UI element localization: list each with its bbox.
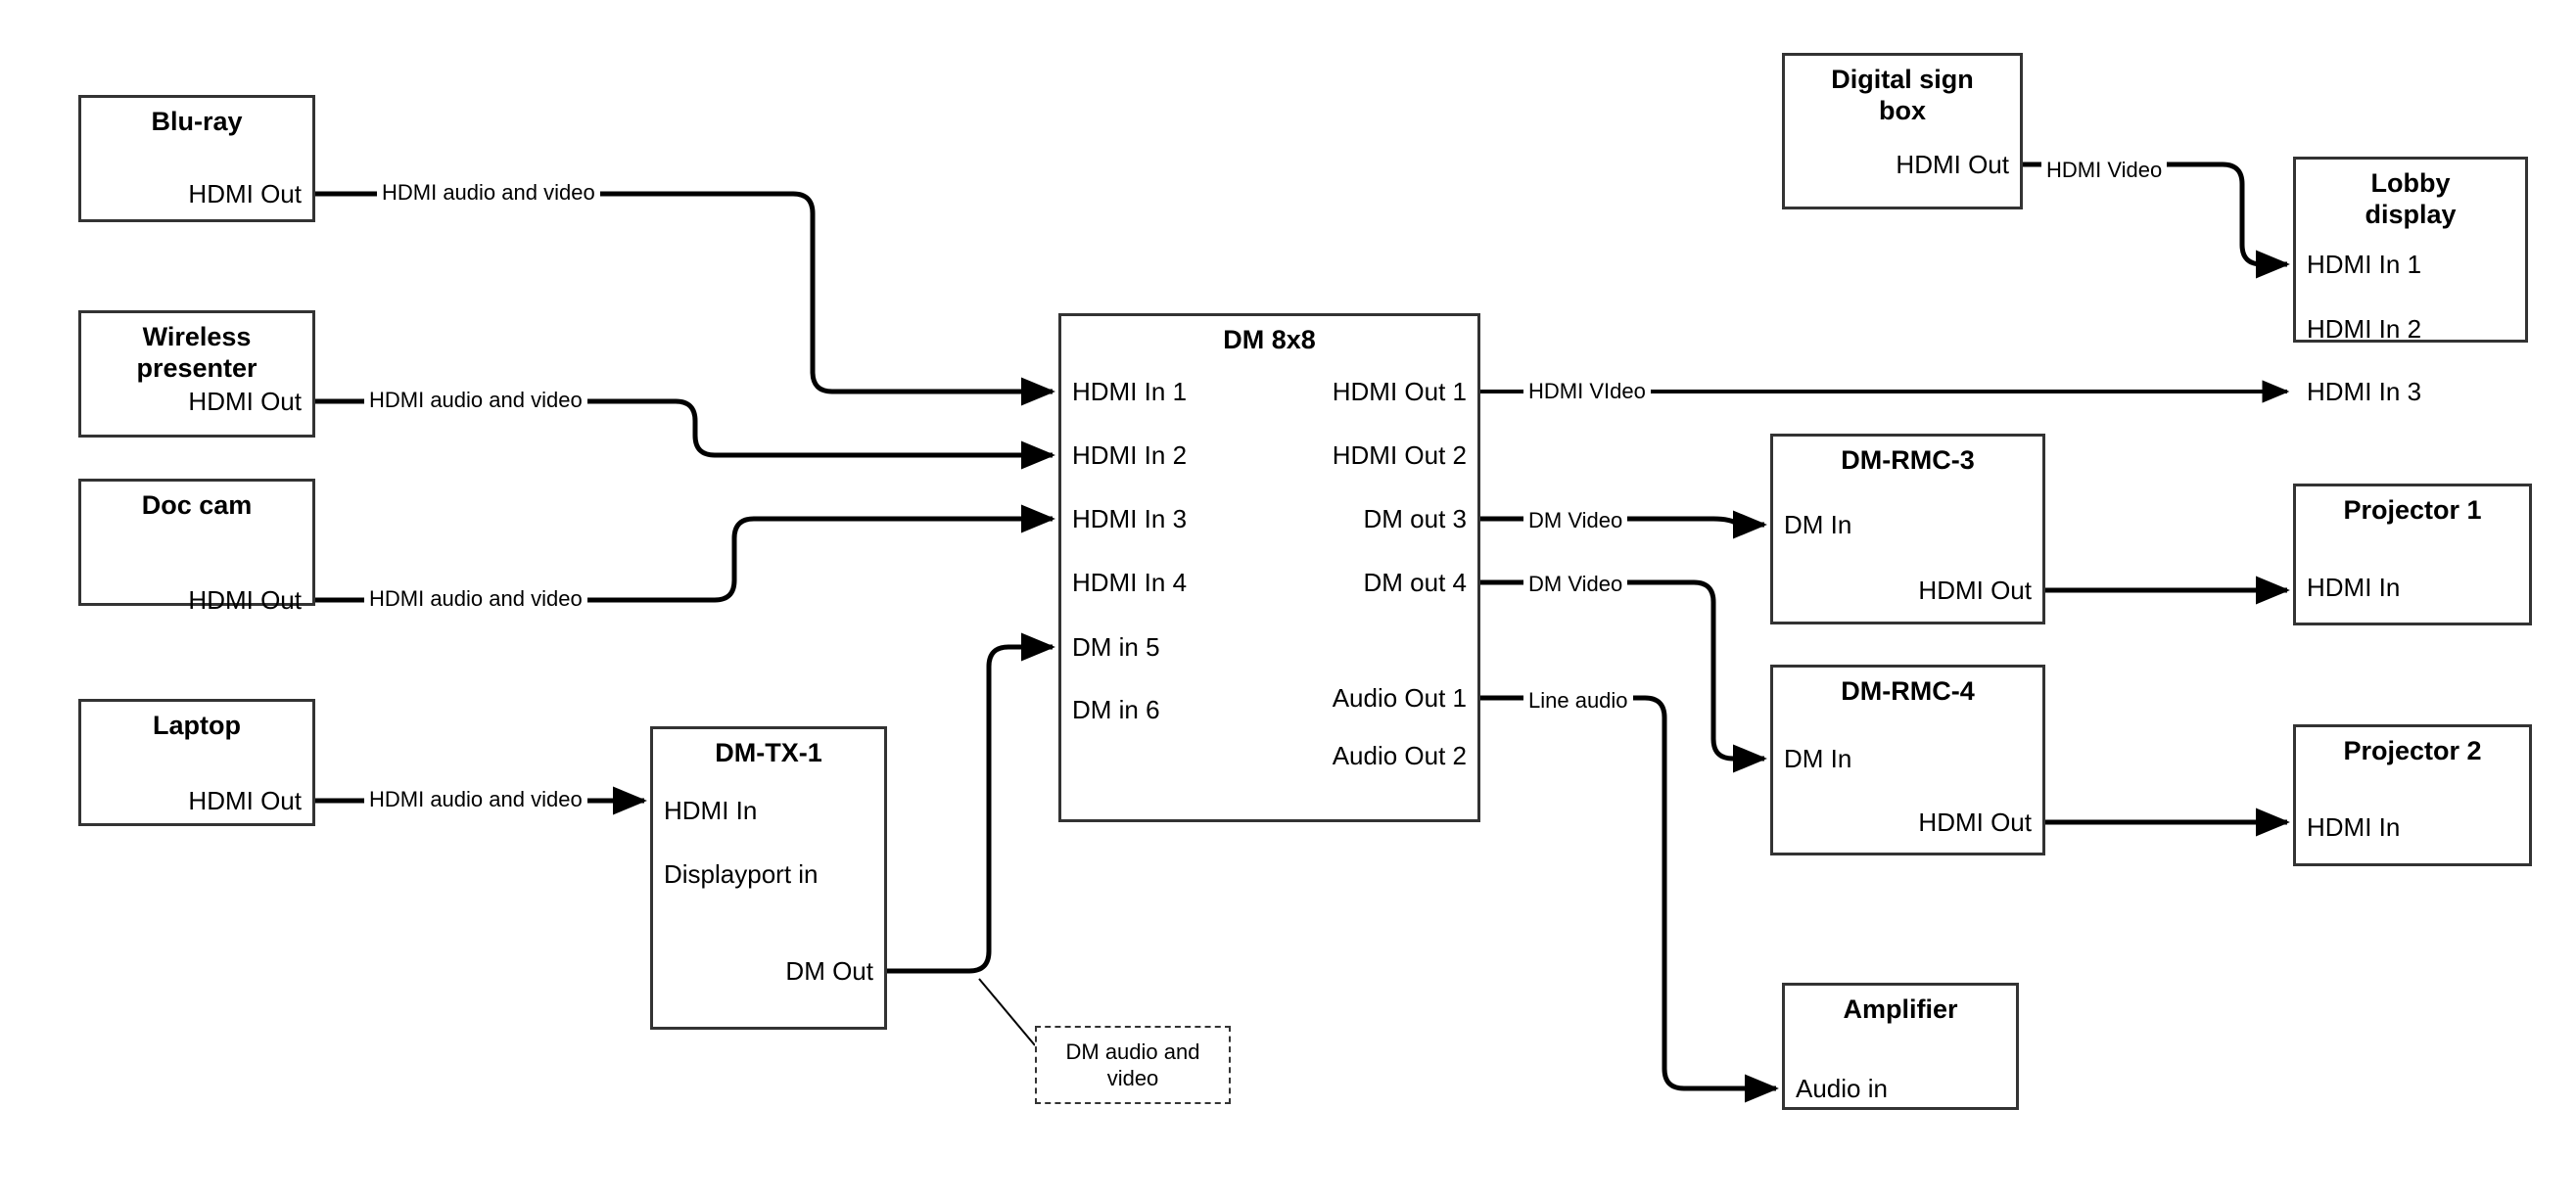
wire-audio-out-1-to-amplifier — [1480, 695, 1779, 1103]
wire-bluray-to-hdmi-in-1 — [315, 191, 1055, 406]
node-title-dm-rmc-4: DM-RMC-4 — [1841, 676, 1975, 706]
port-projector-1-hdmi-in[interactable]: HDMI In — [2307, 573, 2401, 602]
node-dm-rmc-3[interactable] — [1770, 434, 2045, 624]
node-amplifier[interactable] — [1782, 983, 2019, 1110]
port-wireless-presenter-hdmi-out[interactable]: HDMI Out — [188, 387, 302, 416]
node-title-laptop: Laptop — [153, 711, 241, 740]
edge-label-wireless-to-in2: HDMI audio and video — [364, 390, 587, 411]
edge-label-doccam-to-in3: HDMI audio and video — [364, 588, 587, 610]
port-doc-cam-hdmi-out[interactable]: HDMI Out — [188, 585, 302, 615]
node-title-amplifier: Amplifier — [1843, 994, 1958, 1024]
port-dm-8x8-hdmi-in-1[interactable]: HDMI In 1 — [1072, 377, 1188, 406]
port-digital-sign-box-hdmi-out[interactable]: HDMI Out — [1896, 150, 2009, 179]
port-dm-tx-1-hdmi-in[interactable]: HDMI In — [664, 796, 758, 825]
annotation-dm-audio-video-callout: DM audio and video — [1035, 1026, 1231, 1104]
node-title-dm-tx-1: DM-TX-1 — [715, 738, 822, 767]
port-dm-8x8-hdmi-out-1[interactable]: HDMI Out 1 — [1332, 377, 1467, 406]
port-dm-8x8-dm-in-5[interactable]: DM in 5 — [1072, 632, 1160, 662]
port-dm-8x8-dm-in-6[interactable]: DM in 6 — [1072, 695, 1160, 724]
port-dm-8x8-dm-out-3[interactable]: DM out 3 — [1363, 504, 1468, 533]
node-dm-rmc-4[interactable] — [1770, 665, 2045, 855]
node-title-dm-rmc-3: DM-RMC-3 — [1841, 445, 1975, 475]
node-dm-tx-1[interactable] — [650, 726, 887, 1030]
node-laptop[interactable] — [78, 699, 315, 826]
port-dm-tx-1-dm-out[interactable]: DM Out — [785, 956, 873, 986]
edge-label-blu-ray-to-in1: HDMI audio and video — [377, 182, 600, 204]
port-blu-ray-hdmi-out[interactable]: HDMI Out — [188, 179, 302, 208]
port-dm-rmc-3-hdmi-out[interactable]: HDMI Out — [1918, 576, 2032, 605]
port-dm-8x8-audio-out-1[interactable]: Audio Out 1 — [1332, 683, 1467, 713]
port-dm-rmc-4-hdmi-out[interactable]: HDMI Out — [1918, 808, 2032, 837]
node-wireless-presenter[interactable] — [78, 310, 315, 438]
edge-label-hdmiout1-to-lobby: HDMI VIdeo — [1523, 381, 1651, 402]
port-dm-rmc-3-dm-in[interactable]: DM In — [1784, 510, 1852, 539]
port-lobby-display-hdmi-in-2[interactable]: HDMI In 2 — [2307, 314, 2422, 344]
edge-label-sign-to-lobby: HDMI Video — [2041, 160, 2168, 181]
node-digital-sign-box[interactable] — [1782, 53, 2023, 209]
port-dm-rmc-4-dm-in[interactable]: DM In — [1784, 744, 1852, 773]
port-dm-8x8-hdmi-in-4[interactable]: HDMI In 4 — [1072, 568, 1188, 597]
port-dm-tx-1-displayport-in[interactable]: Displayport in — [664, 859, 819, 889]
node-title-doc-cam: Doc cam — [141, 490, 253, 520]
edge-label-audioout1-to-amp: Line audio — [1523, 690, 1633, 712]
node-lobby-display[interactable] — [2293, 157, 2528, 343]
port-dm-8x8-hdmi-in-2[interactable]: HDMI In 2 — [1072, 440, 1188, 470]
edge-label-laptop-to-tx: HDMI audio and video — [364, 789, 587, 810]
port-dm-8x8-audio-out-2[interactable]: Audio Out 2 — [1332, 741, 1467, 770]
wire-dm-out-4-to-rmc4 — [1480, 579, 1767, 773]
node-doc-cam[interactable] — [78, 479, 315, 606]
edge-label-dmout3-to-rmc3: DM Video — [1523, 510, 1628, 531]
node-projector-2[interactable] — [2293, 724, 2532, 866]
port-projector-2-hdmi-in[interactable]: HDMI In — [2307, 812, 2401, 842]
node-projector-1[interactable] — [2293, 484, 2532, 625]
node-blu-ray[interactable] — [78, 95, 315, 222]
port-dm-8x8-dm-out-4[interactable]: DM out 4 — [1363, 568, 1468, 597]
edge-label-dmout4-to-rmc4: DM Video — [1523, 574, 1628, 595]
node-title-dm-8x8: DM 8x8 — [1223, 325, 1316, 354]
wire-dmtx-dmout-to-dm-in-5 — [887, 632, 1055, 974]
port-dm-8x8-hdmi-out-2[interactable]: HDMI Out 2 — [1332, 440, 1467, 470]
node-title-projector-2: Projector 2 — [2343, 736, 2482, 765]
port-dm-8x8-hdmi-in-3[interactable]: HDMI In 3 — [1072, 504, 1188, 533]
node-dm-8x8[interactable] — [1058, 313, 1480, 822]
node-title-blu-ray: Blu-ray — [151, 107, 243, 136]
node-title-projector-1: Projector 1 — [2343, 495, 2482, 525]
port-lobby-display-hdmi-in-3[interactable]: HDMI In 3 — [2307, 377, 2422, 406]
port-lobby-display-hdmi-in-1[interactable]: HDMI In 1 — [2307, 250, 2422, 279]
leader-line-dm-audio-video — [978, 978, 1036, 1046]
port-laptop-hdmi-out[interactable]: HDMI Out — [188, 786, 302, 815]
port-amplifier-audio-in[interactable]: Audio in — [1796, 1074, 1888, 1103]
